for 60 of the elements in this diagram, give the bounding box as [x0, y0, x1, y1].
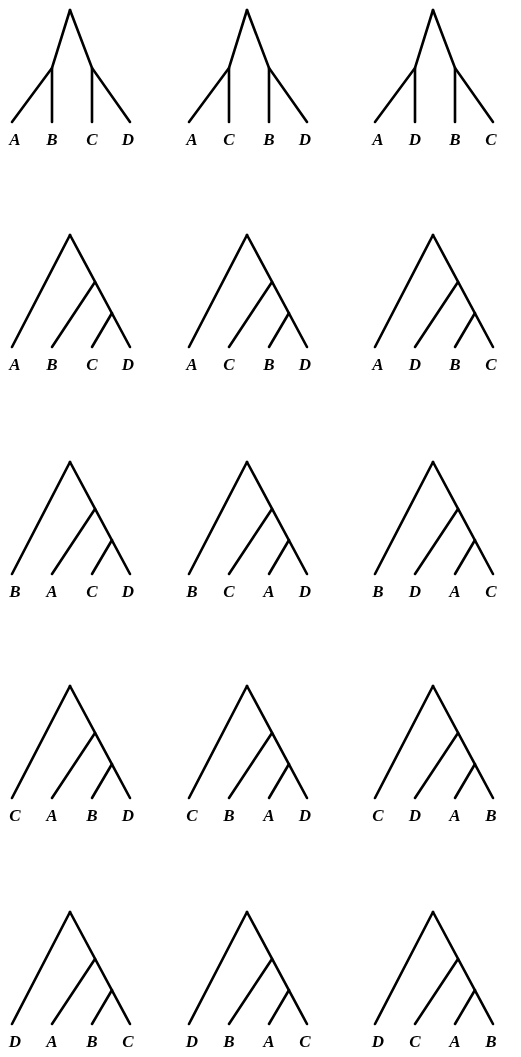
leaf-label: D: [298, 583, 312, 601]
leaf-label: A: [263, 807, 275, 825]
leaf-label: B: [223, 807, 235, 825]
leaf-label: D: [121, 583, 135, 601]
leaf-label: D: [408, 583, 422, 601]
leaf-label: A: [46, 583, 58, 601]
leaf-label: C: [122, 1033, 134, 1051]
leaf-label: B: [449, 356, 461, 374]
leaf-label: A: [46, 807, 58, 825]
leaf-label: C: [372, 807, 384, 825]
leaf-label: A: [372, 131, 384, 149]
leaf-label: C: [186, 807, 198, 825]
leaf-label: A: [263, 583, 275, 601]
leaf-label: B: [86, 807, 98, 825]
leaf-label: C: [485, 356, 497, 374]
leaf-label: A: [9, 131, 21, 149]
leaf-label: D: [121, 131, 135, 149]
leaf-label: D: [408, 356, 422, 374]
leaf-label: D: [298, 131, 312, 149]
leaf-label: B: [485, 807, 497, 825]
leaf-label: B: [86, 1033, 98, 1051]
leaf-label: C: [485, 131, 497, 149]
leaf-label: B: [9, 583, 21, 601]
leaf-label: B: [46, 356, 58, 374]
leaf-label: B: [46, 131, 58, 149]
leaf-label: B: [263, 131, 275, 149]
leaf-label: C: [223, 131, 235, 149]
leaf-label: B: [186, 583, 198, 601]
leaf-label: A: [46, 1033, 58, 1051]
leaf-label: A: [449, 583, 461, 601]
leaf-label: A: [263, 1033, 275, 1051]
leaf-label: A: [449, 807, 461, 825]
leaf-label: C: [299, 1033, 311, 1051]
leaf-label: D: [8, 1033, 22, 1051]
leaf-label: C: [409, 1033, 421, 1051]
leaf-label: A: [9, 356, 21, 374]
leaf-label: C: [485, 583, 497, 601]
leaf-label: A: [372, 356, 384, 374]
leaf-label: D: [408, 131, 422, 149]
leaf-label: B: [263, 356, 275, 374]
leaf-label: B: [372, 583, 384, 601]
leaf-label: C: [9, 807, 21, 825]
leaf-label: A: [449, 1033, 461, 1051]
leaf-label: D: [185, 1033, 199, 1051]
leaf-label: D: [408, 807, 422, 825]
leaf-label: C: [223, 583, 235, 601]
leaf-label: A: [186, 356, 198, 374]
leaf-label: C: [86, 131, 98, 149]
leaf-label: C: [86, 583, 98, 601]
leaf-label: A: [186, 131, 198, 149]
leaf-label: D: [298, 356, 312, 374]
leaf-label: B: [485, 1033, 497, 1051]
leaf-label: D: [121, 807, 135, 825]
leaf-label: C: [86, 356, 98, 374]
leaf-label: B: [449, 131, 461, 149]
leaf-label: D: [371, 1033, 385, 1051]
leaf-label: D: [298, 807, 312, 825]
leaf-label: C: [223, 356, 235, 374]
leaf-label: D: [121, 356, 135, 374]
leaf-label: B: [223, 1033, 235, 1051]
